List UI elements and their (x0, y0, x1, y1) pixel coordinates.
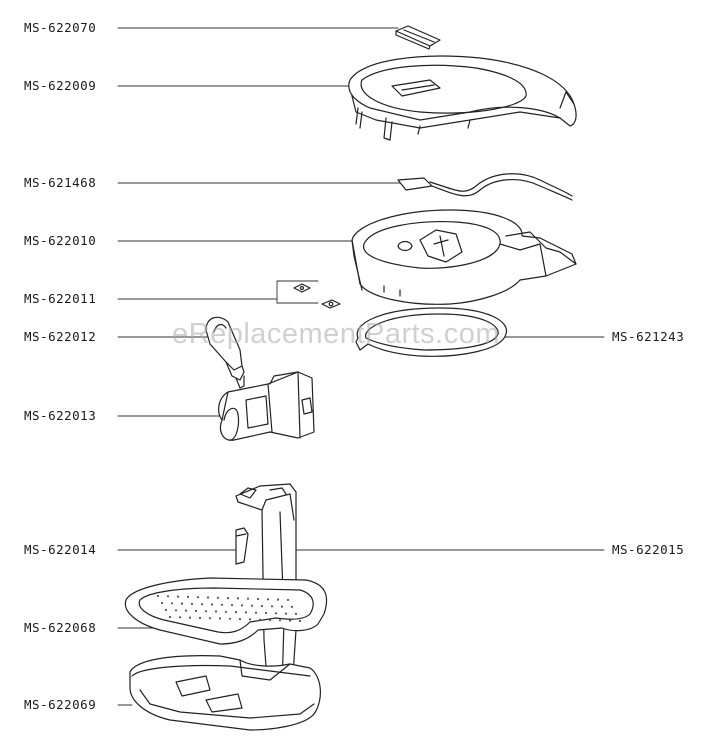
tray-hole (258, 618, 262, 621)
tray-hole (286, 598, 290, 602)
tray-hole (166, 595, 170, 598)
part-621243-gasket (355, 307, 508, 357)
tray-hole (234, 611, 238, 614)
part-622014-tube (235, 527, 249, 565)
part-622011-clips (293, 283, 341, 309)
tray-hole (278, 619, 282, 622)
tray-hole (246, 597, 250, 600)
tray-hole (216, 596, 220, 599)
tray-hole (196, 596, 200, 599)
tray-hole (236, 597, 240, 600)
tray-hole (164, 608, 168, 612)
tray-hole (218, 617, 222, 620)
label-ms-621243: MS-621243 (612, 329, 685, 344)
label-ms-622015: MS-622015 (612, 542, 685, 557)
label-ms-622070: MS-622070 (24, 20, 97, 35)
tray-hole (198, 616, 202, 620)
tray-hole (270, 605, 274, 608)
tray-hole (244, 611, 248, 614)
label-ms-622068: MS-622068 (24, 620, 97, 635)
tray-hole (170, 602, 174, 605)
tray-hole (298, 619, 302, 623)
part-621468-wire (397, 173, 573, 201)
part-622012-handle (205, 316, 245, 389)
tray-hole (208, 617, 212, 620)
tray-hole (288, 619, 292, 622)
label-ms-622069: MS-622069 (24, 697, 97, 712)
tray-hole (220, 603, 224, 606)
tray-hole (226, 597, 230, 600)
tray-hole (174, 609, 178, 612)
tray-hole (256, 597, 260, 601)
tray-hole (280, 605, 284, 608)
tray-hole (168, 615, 172, 619)
label-ms-622013: MS-622013 (24, 408, 97, 423)
tray-hole (210, 603, 214, 606)
tray-hole (274, 612, 278, 615)
part-622009-lid (348, 55, 577, 141)
tray-hole (228, 617, 232, 620)
tray-hole (248, 618, 252, 621)
tray-hole (178, 616, 182, 619)
tray-hole (200, 603, 204, 606)
tray-hole (214, 610, 218, 613)
tray-hole (156, 594, 160, 598)
tray-hole (276, 598, 280, 601)
tray-hole (266, 598, 270, 601)
tray-hole (190, 602, 194, 606)
tray-hole (188, 616, 192, 619)
tray-hole (204, 610, 208, 613)
tray-hole (250, 604, 254, 607)
label-ms-622012: MS-622012 (24, 329, 97, 344)
tray-hole (268, 618, 272, 622)
tray-hole (230, 604, 234, 607)
part-622013-block (218, 371, 315, 441)
part-622070-knob (395, 25, 441, 50)
tray-hole (238, 618, 242, 621)
tray-hole (254, 611, 258, 614)
tray-hole (194, 609, 198, 613)
tray-hole (160, 601, 164, 605)
tray-hole (206, 596, 210, 599)
part-622068-drip-tray (124, 577, 328, 645)
tray-hole (176, 595, 180, 598)
tray-hole (294, 612, 298, 616)
tray-hole (184, 609, 188, 612)
tray-hole (290, 605, 294, 609)
part-622010-housing (351, 209, 577, 305)
part-622069-base (129, 655, 321, 731)
label-ms-622011: MS-622011 (24, 291, 97, 306)
tray-hole (284, 612, 288, 615)
tray-hole (180, 602, 184, 605)
watermark: eReplacementParts.com (172, 318, 501, 350)
tray-holes (156, 594, 302, 623)
tray-hole (240, 604, 244, 607)
tray-hole (264, 611, 268, 615)
tray-hole (186, 595, 190, 599)
tray-hole (224, 610, 228, 613)
label-ms-621468: MS-621468 (24, 175, 97, 190)
label-ms-622014: MS-622014 (24, 542, 97, 557)
tray-hole (260, 604, 264, 608)
label-ms-622009: MS-622009 (24, 78, 97, 93)
label-ms-622010: MS-622010 (24, 233, 97, 248)
leader-lines (117, 27, 605, 706)
